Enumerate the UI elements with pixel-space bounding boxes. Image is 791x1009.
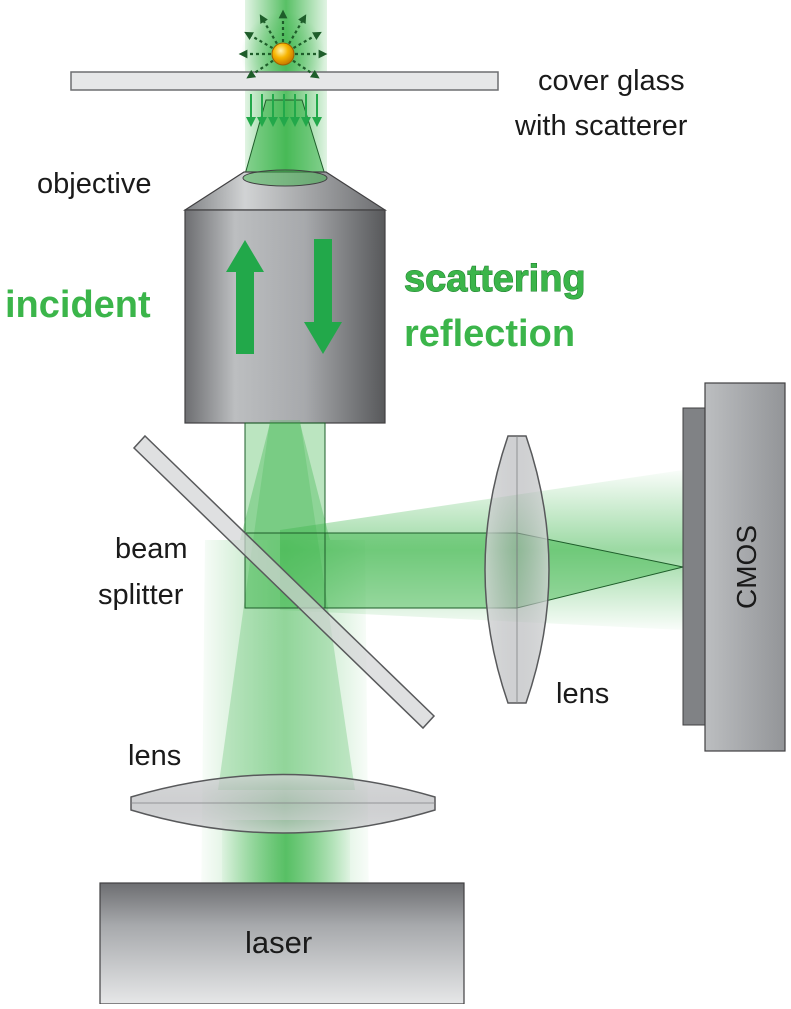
objective-body xyxy=(184,209,386,424)
cmos-camera-body xyxy=(704,382,786,752)
cmos-sensor-plate xyxy=(682,407,708,726)
illumination-lens xyxy=(130,773,436,834)
beam-splitter-label-line1: beam xyxy=(115,533,188,565)
detection-beam-wide xyxy=(280,470,683,630)
objective-label: objective xyxy=(37,168,151,200)
detection-lens-label: lens xyxy=(556,678,609,710)
cover-glass-label-line1: cover glass xyxy=(538,65,685,97)
beam-objective-to-splitter xyxy=(244,422,326,534)
reflection-arrow-icon xyxy=(304,239,342,354)
incident-arrow-icon xyxy=(226,240,264,354)
cover-glass xyxy=(70,71,499,91)
cover-glass-label-line2: with scatterer xyxy=(514,110,688,142)
laser-box xyxy=(99,882,465,1005)
reflection-label: reflection xyxy=(404,313,575,355)
beam-splitter-label-line2: splitter xyxy=(98,579,184,611)
scattering-label: scattering xyxy=(404,258,586,300)
incident-focus-cone xyxy=(240,423,330,540)
reflection-small-arrows xyxy=(246,94,322,127)
cmos-label: CMOS xyxy=(731,525,762,609)
beam-splitter-plate xyxy=(132,434,436,730)
illumination-lens-label: lens xyxy=(128,740,181,772)
objective-front-lens xyxy=(242,169,328,187)
laser-label: laser xyxy=(245,925,312,960)
incident-label: incident xyxy=(5,284,151,326)
scatterer-particle xyxy=(271,42,295,66)
detection-beam-collimated xyxy=(244,532,518,609)
